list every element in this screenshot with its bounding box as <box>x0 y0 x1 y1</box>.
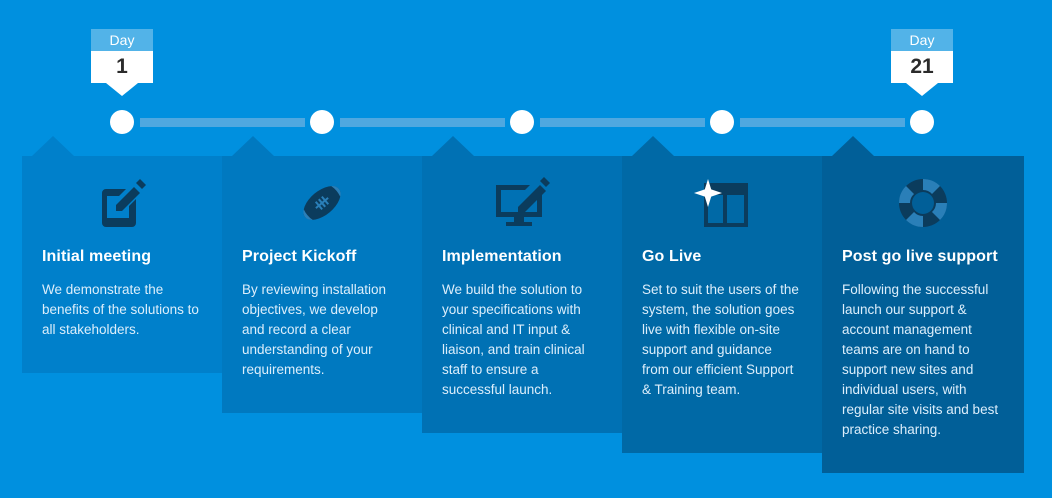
milestone-description: We demonstrate the benefits of the solut… <box>42 282 199 337</box>
card-notch-icon <box>32 136 74 156</box>
edit-square-icon <box>42 166 202 240</box>
life-ring-icon <box>842 166 1004 240</box>
timeline-dot-4[interactable] <box>710 110 734 134</box>
card-notch-icon <box>632 136 674 156</box>
milestone-title: Initial meeting <box>42 248 152 265</box>
monitor-pencil-icon <box>442 166 602 240</box>
milestone-card-project-kickoff[interactable]: Project Kickoff By reviewing installatio… <box>222 136 422 413</box>
day-badge-end-pointer-icon <box>906 83 938 96</box>
milestone-description: We build the solution to your specificat… <box>442 282 585 397</box>
timeline-dot-5[interactable] <box>910 110 934 134</box>
milestone-card-post-go-live-support[interactable]: Post go live support Following the succe… <box>822 136 1024 473</box>
milestone-card-go-live[interactable]: Go Live Set to suit the users of the sys… <box>622 136 822 453</box>
day-badge-end: Day 21 <box>891 29 953 96</box>
milestone-title: Project Kickoff <box>242 248 357 265</box>
milestone-title: Implementation <box>442 248 562 265</box>
milestone-card-implementation[interactable]: Implementation We build the solution to … <box>422 136 622 433</box>
milestone-cards: Initial meeting We demonstrate the benef… <box>0 136 1052 498</box>
milestone-title: Go Live <box>642 248 702 265</box>
timeline-segment-2 <box>340 118 505 127</box>
day-badge-end-label: Day <box>891 29 953 51</box>
timeline-dot-3[interactable] <box>510 110 534 134</box>
timeline-segment-1 <box>140 118 305 127</box>
milestone-description: Following the successful launch our supp… <box>842 282 999 437</box>
timeline-segment-4 <box>740 118 905 127</box>
card-notch-icon <box>432 136 474 156</box>
timeline-dot-1[interactable] <box>110 110 134 134</box>
timeline-track <box>0 110 1052 136</box>
football-icon <box>242 166 402 240</box>
day-badge-end-value: 21 <box>891 51 953 83</box>
milestone-description: By reviewing installation objectives, we… <box>242 282 387 377</box>
milestone-title: Post go live support <box>842 248 998 265</box>
milestone-card-initial-meeting[interactable]: Initial meeting We demonstrate the benef… <box>22 136 222 373</box>
timeline-dot-2[interactable] <box>310 110 334 134</box>
day-badge-start-pointer-icon <box>106 83 138 96</box>
card-notch-icon <box>832 136 874 156</box>
window-sparkle-icon <box>642 166 802 240</box>
day-badge-start: Day 1 <box>91 29 153 96</box>
day-badge-start-label: Day <box>91 29 153 51</box>
milestone-description: Set to suit the users of the system, the… <box>642 282 799 397</box>
day-badge-start-value: 1 <box>91 51 153 83</box>
card-notch-icon <box>232 136 274 156</box>
timeline-segment-3 <box>540 118 705 127</box>
